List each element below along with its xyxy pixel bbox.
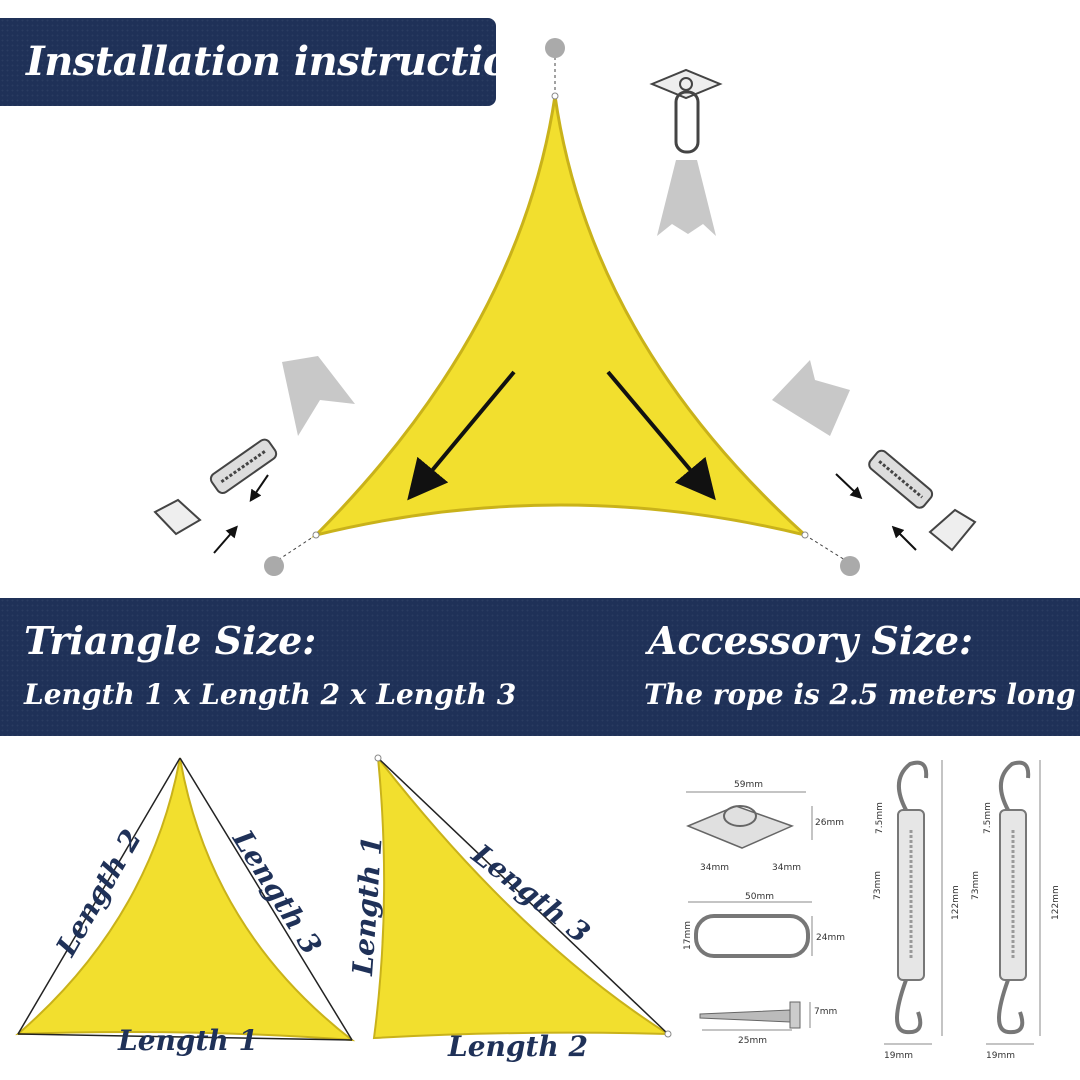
anchor-left bbox=[264, 556, 284, 576]
dim-hook-inner: 17mm bbox=[683, 921, 693, 950]
dim-pad-eye-diag-a: 34mm bbox=[700, 863, 729, 873]
dim-pad-eye-width: 59mm bbox=[734, 780, 763, 790]
shade-sail-main bbox=[311, 95, 807, 538]
dim-turnbuckle-body: 73mm bbox=[873, 871, 883, 900]
accessory-rope-note: The rope is 2.5 meters long bbox=[644, 678, 1076, 711]
dim-turnbuckle2-hook: 7.5mm bbox=[983, 802, 993, 834]
accessory-screw: 25mm 7mm bbox=[699, 1001, 837, 1046]
dim-turnbuckle2-body: 73mm bbox=[971, 871, 981, 900]
dim-screw-length: 25mm bbox=[738, 1036, 767, 1046]
label-length-2-b: Length 2 bbox=[447, 1030, 588, 1063]
accessory-pad-eye: 59mm 26mm 34mm 34mm bbox=[686, 780, 844, 873]
dim-hook-height: 24mm bbox=[816, 933, 845, 943]
triangle-diagram-a: Length 2 Length 3 Length 1 bbox=[15, 757, 356, 1057]
page-title: Installation instructions bbox=[26, 38, 560, 85]
info-banner bbox=[0, 598, 1080, 736]
triangle-size-formula: Length 1 x Length 2 x Length 3 bbox=[24, 678, 517, 711]
triangle-diagram-b: Length 1 Length 3 Length 2 bbox=[346, 754, 672, 1063]
anchor-top bbox=[545, 38, 565, 58]
dim-pad-eye-height: 26mm bbox=[815, 818, 844, 828]
dim-hook-length: 50mm bbox=[745, 892, 774, 902]
dim-turnbuckle-hook: 7.5mm bbox=[875, 802, 885, 834]
dim-screw-head: 7mm bbox=[814, 1007, 837, 1017]
arrow-right bbox=[606, 370, 716, 501]
dim-turnbuckle2-total: 122mm bbox=[1051, 885, 1061, 920]
pad-eye-carabiner-icon bbox=[649, 68, 723, 236]
dim-turnbuckle2-width: 19mm bbox=[986, 1051, 1015, 1061]
accessory-turnbuckle-2: 7.5mm 73mm 122mm 19mm bbox=[971, 760, 1061, 1061]
anchor-right bbox=[840, 556, 860, 576]
dim-turnbuckle-total: 122mm bbox=[951, 885, 961, 920]
dim-pad-eye-diag-b: 34mm bbox=[772, 863, 801, 873]
arrow-left bbox=[407, 370, 516, 501]
triangle-size-heading: Triangle Size: bbox=[24, 618, 317, 663]
label-length-1-a: Length 1 bbox=[117, 1024, 258, 1057]
accessory-carabiner: 50mm 24mm 17mm bbox=[683, 892, 845, 958]
dim-turnbuckle-width: 19mm bbox=[884, 1051, 913, 1061]
title-banner bbox=[0, 18, 496, 106]
anchor-points bbox=[264, 38, 860, 576]
turnbuckle-left-icon bbox=[153, 356, 355, 554]
turnbuckle-right-icon bbox=[772, 360, 977, 552]
accessory-size-heading: Accessory Size: bbox=[648, 618, 974, 663]
accessory-turnbuckle-1: 7.5mm 73mm 122mm 19mm bbox=[873, 760, 961, 1061]
